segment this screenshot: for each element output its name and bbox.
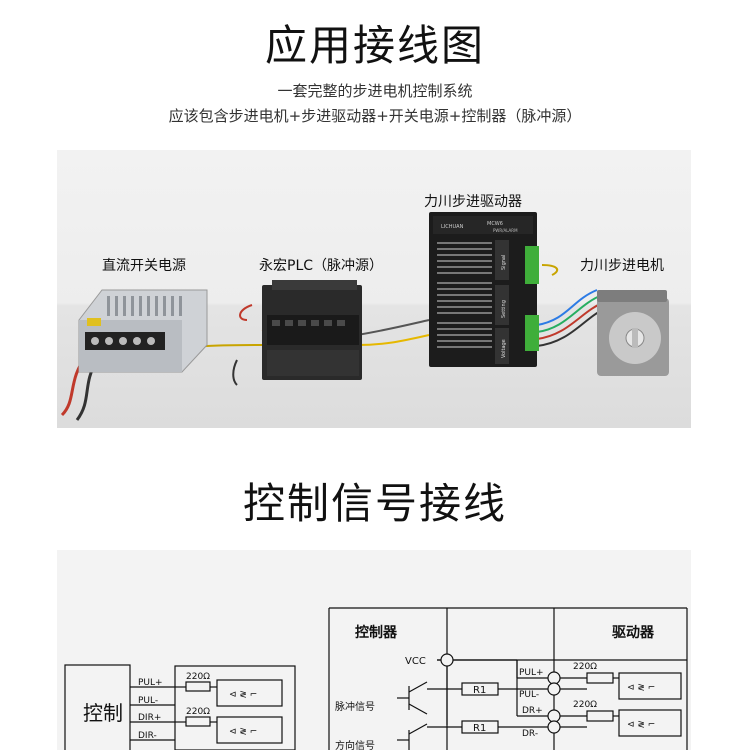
svg-text:LICHUAN: LICHUAN [441,224,464,230]
svg-text:220Ω: 220Ω [573,700,597,710]
svg-text:220Ω: 220Ω [573,662,597,672]
wiring-diagram: ⊲ ≷ ⌐ ⊲ ≷ ⌐ ⊲ ≷ ⌐ ⊲ ≷ ⌐ 控制 PUL+ PUL- DIR… [57,550,691,750]
svg-text:Signal: Signal [501,255,507,270]
svg-text:R1: R1 [473,723,486,734]
svg-text:220Ω: 220Ω [186,672,210,682]
svg-text:PUL+: PUL+ [138,678,163,688]
svg-text:Voltage: Voltage [501,339,507,358]
wiring-schematic: ⊲ ≷ ⌐ ⊲ ≷ ⌐ ⊲ ≷ ⌐ ⊲ ≷ ⌐ 控制 PUL+ PUL- DIR… [64,607,688,750]
subtitle-line-1: 一套完整的步进电机控制系统 [277,82,473,100]
svg-text:DR+: DR+ [522,706,543,716]
svg-text:PWR/ALARM: PWR/ALARM [493,228,518,233]
svg-text:控制器: 控制器 [355,624,398,641]
svg-text:⊲ ≷ ⌐: ⊲ ≷ ⌐ [627,720,655,730]
svg-text:220Ω: 220Ω [186,707,210,717]
label-power-supply: 直流开关电源 [102,258,186,274]
svg-text:脉冲信号: 脉冲信号 [335,700,375,713]
svg-text:R1: R1 [473,685,486,696]
svg-text:⊲ ≷ ⌐: ⊲ ≷ ⌐ [627,683,655,693]
product-photo: LICHUAN MCW6 PWR/ALARM Signal Setting Vo… [57,150,691,428]
stepper-driver: LICHUAN MCW6 PWR/ALARM Signal Setting Vo… [429,212,539,367]
svg-text:VCC: VCC [405,656,426,667]
label-motor: 力川步进电机 [580,258,664,274]
power-supply [78,289,208,373]
svg-text:PUL+: PUL+ [519,668,544,678]
stepper-motor [597,290,669,376]
svg-text:DIR-: DIR- [138,731,157,741]
svg-text:DR-: DR- [522,729,538,739]
subtitle-line-2: 应该包含步进电机+步进驱动器+开关电源+控制器（脉冲源） [168,107,582,125]
svg-text:控制: 控制 [83,701,123,725]
label-driver: 力川步进驱动器 [424,194,522,210]
svg-text:PUL-: PUL- [519,690,539,700]
svg-text:Setting: Setting [501,300,507,318]
page-title: 应用接线图 [264,21,485,70]
svg-text:⊲ ≷ ⌐: ⊲ ≷ ⌐ [229,690,257,700]
section-title-wiring: 控制信号接线 [242,479,507,528]
product-illustration: LICHUAN MCW6 PWR/ALARM Signal Setting Vo… [60,212,669,421]
svg-text:DIR+: DIR+ [138,713,161,723]
plc-unit [262,280,362,380]
svg-text:⊲ ≷ ⌐: ⊲ ≷ ⌐ [229,727,257,737]
svg-text:驱动器: 驱动器 [612,624,655,641]
svg-text:PUL-: PUL- [138,696,158,706]
svg-text:MCW6: MCW6 [487,221,503,227]
svg-text:方向信号: 方向信号 [335,739,375,750]
label-plc: 永宏PLC（脉冲源） [259,258,384,274]
